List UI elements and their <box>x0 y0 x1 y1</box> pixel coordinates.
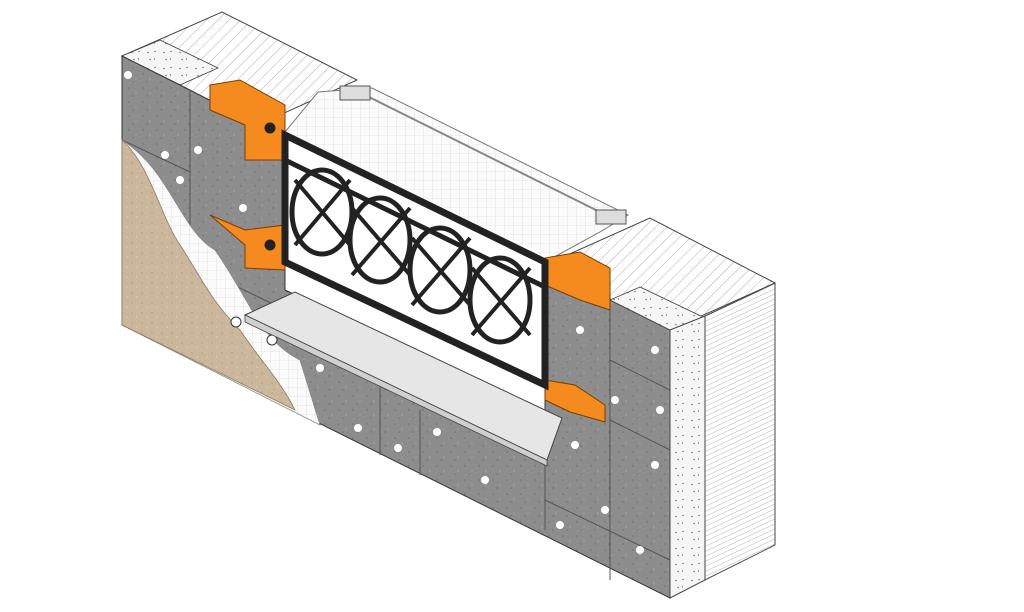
bracket-top-left <box>209 79 286 161</box>
window-frame-profile-bottom <box>595 209 627 225</box>
railing-fixing-bolt <box>264 122 276 134</box>
window-frame-line <box>354 89 613 219</box>
railing-mid-rail <box>283 157 547 290</box>
fixing-brackets <box>209 79 611 423</box>
anchor-dowel-icon <box>230 316 242 328</box>
bracket-bottom-right <box>544 379 606 423</box>
railing-fixing-bolt <box>264 239 276 251</box>
insulation-anchor-dowels <box>124 71 664 554</box>
plaster-finish-layer <box>121 139 296 411</box>
railing-frame <box>281 129 549 391</box>
reinforcement-mesh-layer <box>121 139 321 426</box>
window-sill-edge <box>244 314 548 467</box>
railing-ornament-crosses <box>293 178 532 337</box>
decorative-railing <box>264 122 549 391</box>
right-concrete-side <box>669 315 706 599</box>
railing-ornament-circles <box>289 167 533 345</box>
right-wall-side-face <box>704 282 776 581</box>
window-frame-profile-top <box>339 85 371 101</box>
bracket-bottom-left <box>209 214 286 271</box>
